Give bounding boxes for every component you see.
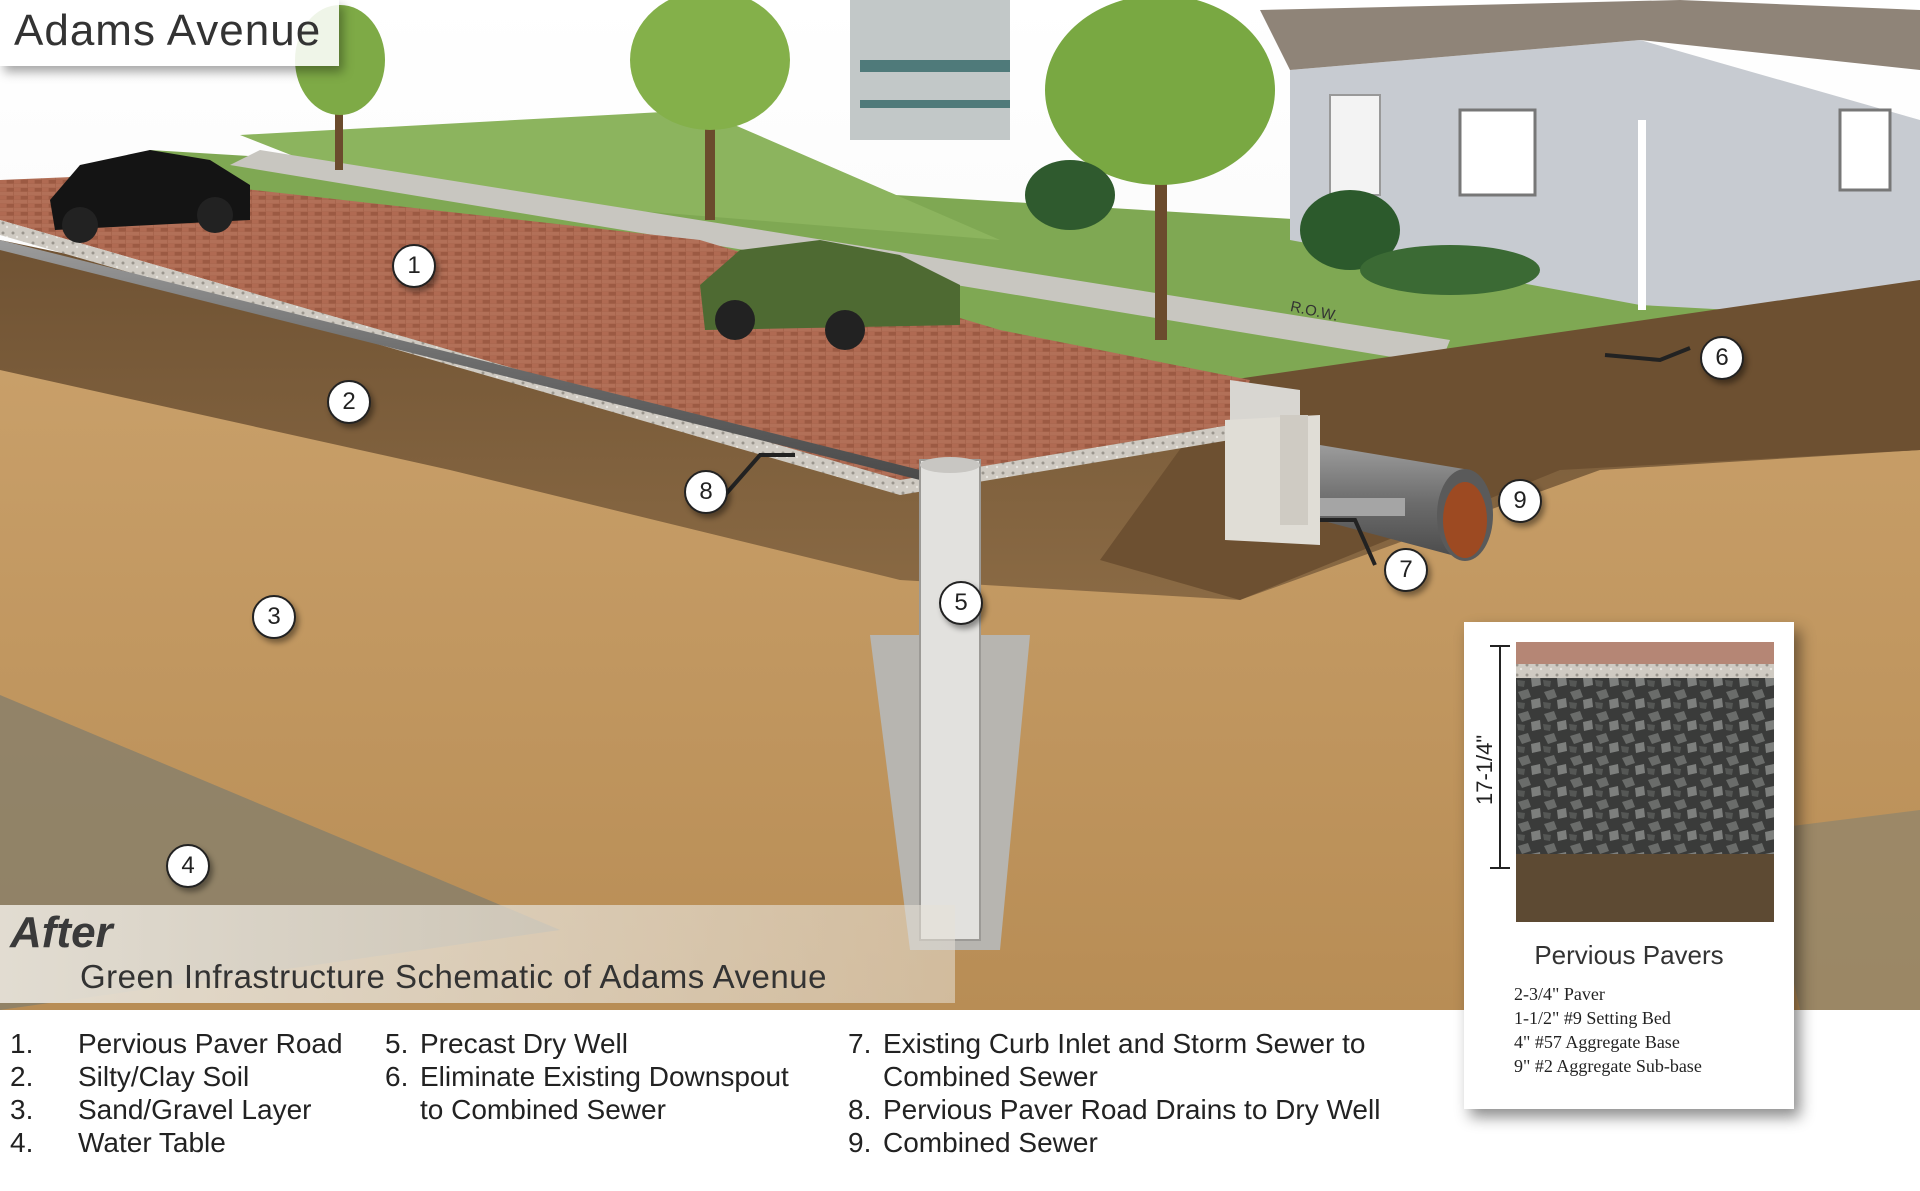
legend-item-7: 7.Existing Curb Inlet and Storm Sewer to xyxy=(848,1028,1366,1059)
storm-lateral xyxy=(1320,498,1405,516)
legend-item-8: 8.Pervious Paver Road Drains to Dry Well xyxy=(848,1094,1381,1125)
porch-house xyxy=(850,0,1010,140)
shrub xyxy=(1300,190,1400,270)
inset-layer-1: 2-3/4" Paver xyxy=(1514,984,1605,1004)
tree-2 xyxy=(630,0,790,220)
inset-dimension-label: 17-1/4" xyxy=(1472,734,1497,805)
underdrain-pipe xyxy=(0,240,920,480)
callout-3: 3 xyxy=(252,595,296,639)
diagram-subtitle: Green Infrastructure Schematic of Adams … xyxy=(80,958,827,995)
leader-6 xyxy=(1604,346,1691,363)
legend-item-7-cont: Combined Sewer xyxy=(883,1061,1098,1092)
page-title: Adams Avenue xyxy=(14,6,322,55)
setting-bed-layer xyxy=(1516,664,1774,678)
inset-layer-3: 4" #57 Aggregate Base xyxy=(1514,1032,1680,1052)
shrub-row xyxy=(1360,245,1540,295)
callout-9: 9 xyxy=(1498,479,1542,523)
legend-item-6-cont: to Combined Sewer xyxy=(420,1094,666,1125)
precast-dry-well xyxy=(870,457,1030,950)
subgrade-layer xyxy=(1516,854,1774,922)
legend-item-6: 6.Eliminate Existing Downspout xyxy=(385,1061,789,1092)
leader-7 xyxy=(1320,518,1377,566)
aggregate-base-layer xyxy=(1516,678,1774,854)
car-black xyxy=(50,150,250,243)
legend-item-3: 3.Sand/Gravel Layer xyxy=(10,1094,312,1125)
callout-1: 1 xyxy=(392,244,436,288)
leader-8 xyxy=(723,453,795,497)
curb-inlet xyxy=(1225,415,1320,545)
callout-4: 4 xyxy=(166,844,210,888)
legend-item-2: 2.Silty/Clay Soil xyxy=(10,1061,250,1092)
callout-2: 2 xyxy=(327,380,371,424)
inset-title: Pervious Pavers xyxy=(1534,940,1724,970)
title-box: Adams Avenue xyxy=(0,0,340,66)
legend-item-9: 9.Combined Sewer xyxy=(848,1127,1098,1158)
water-table-right xyxy=(1760,810,1920,1010)
caption-panel xyxy=(0,905,955,1003)
pervious-paver-road xyxy=(0,175,1250,480)
legend-item-5: 5.Precast Dry Well xyxy=(385,1028,628,1059)
inset-layer-4: 9" #2 Aggregate Sub-base xyxy=(1514,1056,1702,1076)
legend-item-1: 1.Pervious Paver Road xyxy=(10,1028,343,1059)
pervious-pavers-inset: Pervious Pavers 2-3/4" Paver 1-1/2" #9 S… xyxy=(1464,622,1794,1109)
callout-5: 5 xyxy=(939,581,983,625)
tree-3 xyxy=(1045,0,1275,340)
car-green xyxy=(700,240,960,350)
pavers-section-drawing xyxy=(1490,642,1774,922)
callout-7: 7 xyxy=(1384,548,1428,592)
legend-item-4: 4.Water Table xyxy=(10,1127,226,1158)
lawn-front xyxy=(240,110,1000,240)
callout-6: 6 xyxy=(1700,336,1744,380)
inset-layer-list: 2-3/4" Paver 1-1/2" #9 Setting Bed 4" #5… xyxy=(1514,982,1702,1078)
callout-8: 8 xyxy=(684,470,728,514)
inset-layer-2: 1-1/2" #9 Setting Bed xyxy=(1514,1008,1671,1028)
paver-layer xyxy=(1516,642,1774,664)
after-label: After xyxy=(10,908,113,957)
shrub xyxy=(1025,160,1115,230)
